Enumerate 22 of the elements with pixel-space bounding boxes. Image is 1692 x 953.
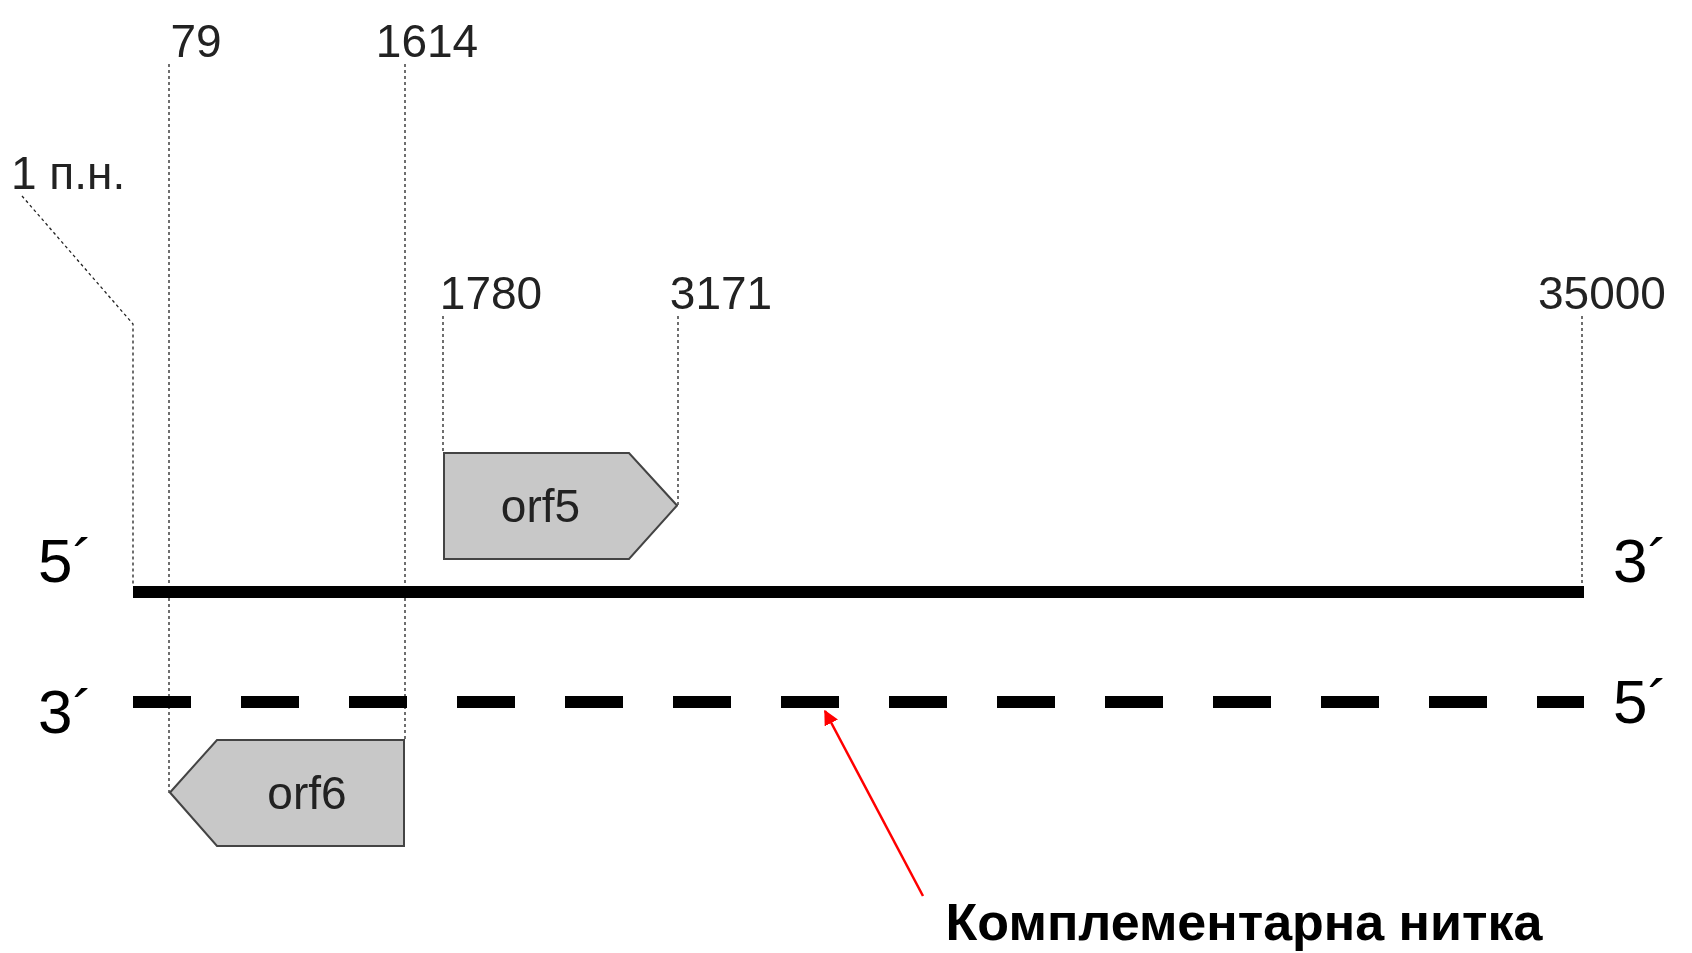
gene-arrow (443, 452, 678, 560)
solid-strand (133, 586, 1584, 598)
gene-name: orf5 (500, 483, 581, 529)
strand-end-label: 3´ (38, 681, 94, 743)
position-label: 1780 (439, 270, 543, 316)
position-label: 1614 (375, 18, 479, 64)
dashed-strand (133, 696, 1584, 708)
leader-line (168, 63, 170, 794)
gene-arrow (169, 739, 405, 847)
leader-line (21, 195, 134, 587)
strand-end-label: 5´ (1613, 671, 1669, 733)
leader-line (442, 315, 444, 453)
strand-end-label: 5´ (38, 530, 94, 592)
position-label: 3171 (669, 270, 773, 316)
gene-name: orf6 (267, 770, 347, 816)
strand-end-label: 3´ (1613, 530, 1669, 592)
leader-line (404, 63, 406, 740)
position-label: 35000 (1538, 270, 1666, 316)
position-label: 1 п.н. (11, 150, 126, 196)
position-label: 79 (170, 18, 222, 64)
leader-line (677, 315, 679, 507)
arrow (823, 709, 925, 897)
